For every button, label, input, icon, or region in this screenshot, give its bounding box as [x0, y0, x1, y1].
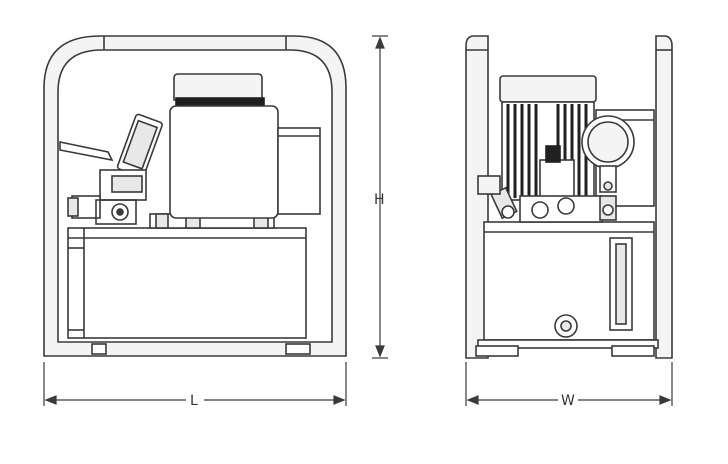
dimension-lines	[43, 35, 673, 406]
front-motor-junction-box	[277, 127, 321, 215]
front-electric-motor	[169, 105, 279, 219]
side-electric-motor-cap	[499, 75, 597, 103]
front-electric-motor-cap	[173, 73, 263, 101]
front-pressure-gauge	[116, 113, 163, 178]
front-handle	[59, 141, 114, 162]
side-foot-left	[475, 345, 519, 357]
length-label: L	[190, 393, 198, 409]
front-view	[43, 35, 347, 357]
side-base	[477, 339, 659, 349]
width-label: W	[561, 393, 575, 409]
side-roll-cage-left	[465, 35, 489, 359]
side-foot-right	[611, 345, 655, 357]
front-foot-left	[91, 343, 107, 355]
side-roll-cage-right	[655, 35, 673, 359]
side-view	[465, 35, 673, 359]
height-label: H	[374, 192, 385, 208]
front-foot-right	[285, 343, 311, 355]
front-oil-reservoir	[67, 227, 307, 339]
